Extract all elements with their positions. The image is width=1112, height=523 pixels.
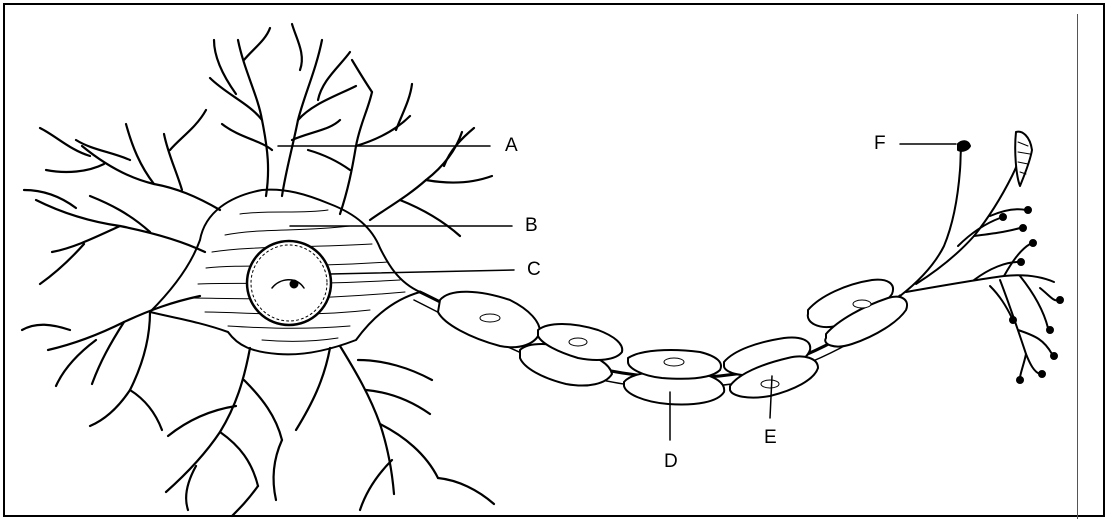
leader-line-c — [330, 270, 514, 274]
label-b: B — [525, 216, 538, 235]
nucleus — [247, 241, 331, 325]
label-f: F — [874, 134, 886, 153]
axon-terminals — [900, 132, 1063, 383]
myelin-sheath — [438, 280, 907, 405]
label-e: E — [764, 428, 777, 447]
label-d: D — [664, 452, 678, 471]
label-a: A — [505, 136, 518, 155]
label-c: C — [527, 260, 541, 279]
